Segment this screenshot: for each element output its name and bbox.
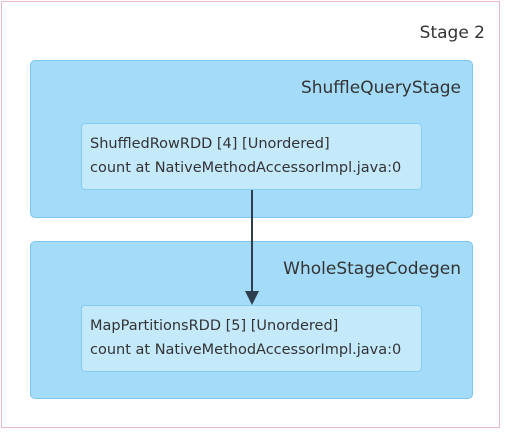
arrowhead-icon (245, 291, 259, 305)
node-callsite: count at NativeMethodAccessorImpl.java:0 (90, 160, 402, 176)
stage-title: Stage 2 (419, 23, 485, 43)
node-callsite: count at NativeMethodAccessorImpl.java:0 (90, 342, 402, 358)
rdd-node-shuffled-row-rdd[interactable]: ShuffledRowRDD [4] [Unordered] count at … (81, 123, 422, 190)
rdd-node-map-partitions-rdd[interactable]: MapPartitionsRDD [5] [Unordered] count a… (81, 305, 422, 372)
cluster-title: WholeStageCodegen (283, 259, 461, 279)
cluster-title: ShuffleQueryStage (300, 78, 461, 98)
node-name: ShuffledRowRDD [4] [Unordered] (90, 136, 330, 152)
edge-arrow (245, 190, 259, 305)
node-name: MapPartitionsRDD [5] [Unordered] (90, 318, 339, 334)
